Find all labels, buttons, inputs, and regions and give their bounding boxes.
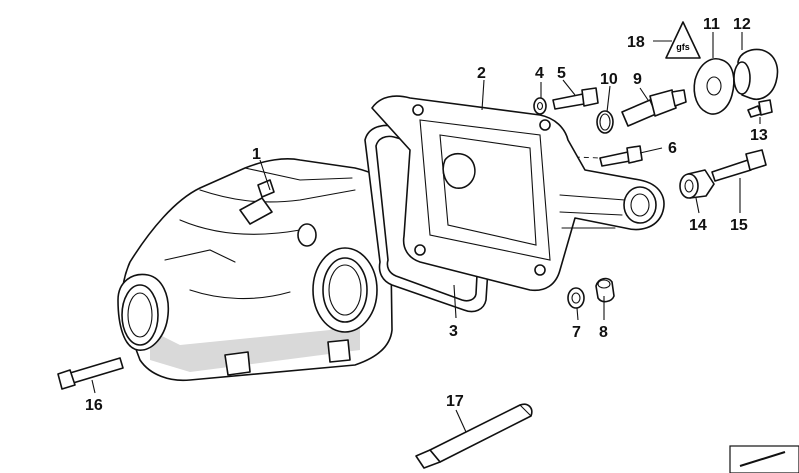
callout-12: 12: [733, 16, 751, 33]
drain-plug: [595, 277, 615, 303]
o-ring: [596, 110, 614, 134]
warning-label-text: gfs: [676, 42, 690, 52]
callout-15: 15: [730, 217, 748, 234]
callout-3: 3: [449, 323, 458, 340]
callout-10: 10: [600, 71, 618, 88]
sensor: [621, 89, 687, 127]
sealant-tube: [415, 403, 533, 469]
bolt-16: [57, 357, 124, 390]
callout-2: 2: [477, 65, 486, 82]
bolt-6: [599, 145, 643, 167]
callout-6: 6: [668, 140, 677, 157]
callout-11: 11: [703, 16, 720, 33]
callout-9: 9: [633, 71, 642, 88]
mounting-flange: [693, 58, 735, 115]
warning-label-icon: gfs: [665, 21, 701, 59]
rubber-bushing: [679, 169, 715, 199]
screw-13: [747, 99, 773, 118]
sealing-washer: [533, 97, 547, 115]
callout-8: 8: [599, 324, 608, 341]
callout-7: 7: [572, 324, 581, 341]
differential-housing: [117, 158, 393, 382]
callout-18: 18: [627, 34, 645, 51]
callout-13: 13: [750, 127, 768, 144]
callout-16: 16: [85, 397, 103, 414]
washer-7: [567, 287, 585, 309]
diagram-logo: [729, 445, 799, 473]
callout-5: 5: [557, 65, 566, 82]
callout-4: 4: [535, 65, 544, 82]
callout-14: 14: [689, 217, 707, 234]
bolt-5: [552, 87, 599, 110]
callout-17: 17: [446, 393, 464, 410]
clamp: [733, 48, 779, 100]
callout-1: 1: [252, 146, 261, 163]
bolt-15: [711, 149, 767, 182]
callout-leaders: [91, 32, 761, 433]
rear-cover: [371, 95, 665, 292]
